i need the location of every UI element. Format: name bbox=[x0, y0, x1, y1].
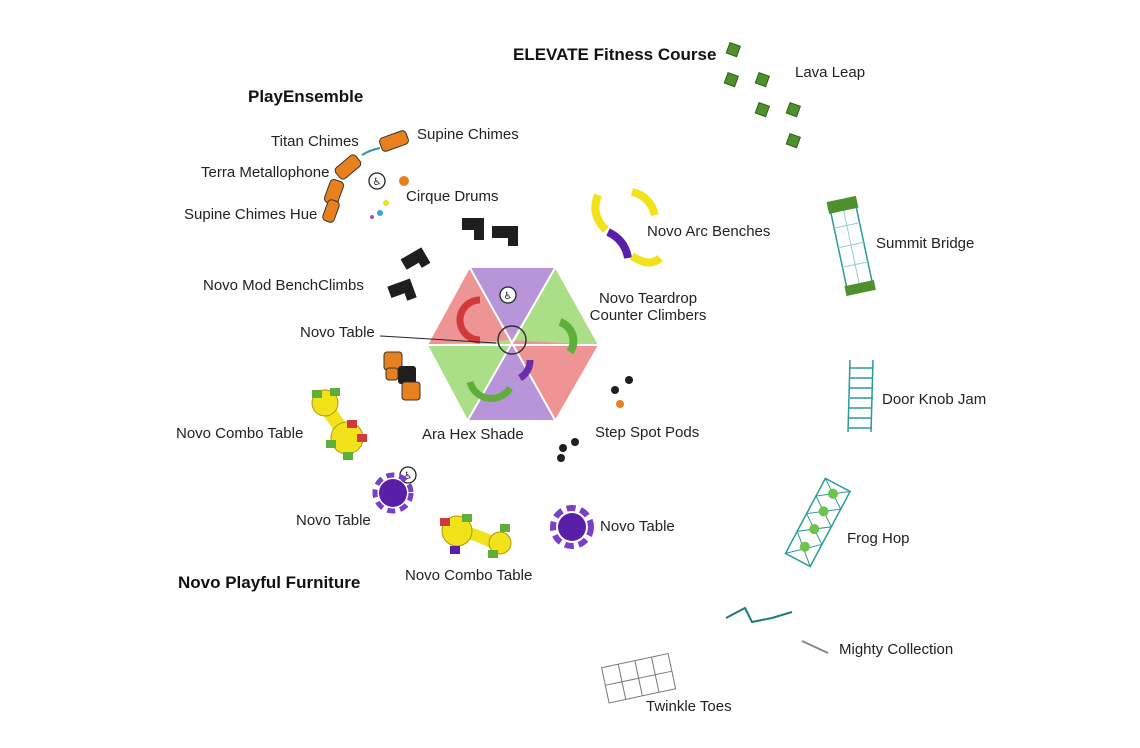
svg-text:♿: ♿ bbox=[404, 471, 413, 482]
label-ara-hex-shade: Ara Hex Shade bbox=[422, 426, 524, 443]
novo-combo-table-2 bbox=[440, 514, 512, 558]
label-lava-leap: Lava Leap bbox=[795, 64, 866, 81]
door-knob-jam bbox=[847, 359, 874, 433]
label-frog-hop: Frog Hop bbox=[847, 530, 910, 547]
label-supine-chimes: Supine Chimes bbox=[417, 126, 519, 143]
label-novo-combo-table-1: Novo Combo Table bbox=[176, 425, 304, 442]
label-door-knob-jam: Door Knob Jam bbox=[882, 391, 987, 408]
label-novo-table-center: Novo Table bbox=[300, 324, 375, 341]
label-titan-chimes: Titan Chimes bbox=[271, 133, 359, 150]
frog-hop bbox=[784, 477, 852, 568]
mighty-collection bbox=[725, 606, 829, 654]
step-spot-pods bbox=[557, 376, 633, 462]
novo-combo-table-1 bbox=[311, 388, 367, 460]
label-cirque-drums: Cirque Drums bbox=[406, 188, 499, 205]
label-novo-teardrop-2: Counter Climbers bbox=[589, 307, 707, 324]
playensemble-heading: PlayEnsemble bbox=[248, 87, 364, 106]
novo-table-purple-2 bbox=[550, 505, 594, 549]
novo-table-leader bbox=[379, 335, 497, 344]
label-twinkle-toes: Twinkle Toes bbox=[646, 698, 732, 715]
lava-leap-pads bbox=[723, 41, 801, 149]
accessibility-icon: ♿ bbox=[368, 172, 386, 190]
label-mighty-collection: Mighty Collection bbox=[839, 641, 954, 658]
cirque-drums bbox=[370, 176, 409, 219]
novo-mod-benchclimbs bbox=[387, 218, 518, 301]
novo-playful-furniture-heading: Novo Playful Furniture bbox=[178, 573, 361, 592]
accessibility-icon: ♿ bbox=[499, 286, 517, 304]
label-summit-bridge: Summit Bridge bbox=[876, 235, 975, 252]
label-step-spot-pods: Step Spot Pods bbox=[595, 424, 700, 441]
label-novo-table-left: Novo Table bbox=[296, 512, 371, 529]
twinkle-toes bbox=[601, 652, 677, 704]
novo-teardrop-counter-climbers bbox=[383, 351, 421, 401]
novo-table-purple-1 bbox=[372, 472, 414, 514]
label-novo-mod-benchclimbs: Novo Mod BenchClimbs bbox=[203, 277, 364, 294]
label-novo-combo-table-2: Novo Combo Table bbox=[405, 567, 533, 584]
label-novo-arc-benches: Novo Arc Benches bbox=[647, 223, 771, 240]
label-novo-table-right: Novo Table bbox=[600, 518, 675, 535]
terra-metallophone bbox=[322, 154, 362, 223]
summit-bridge bbox=[826, 195, 876, 297]
label-novo-teardrop-1: Novo Teardrop bbox=[598, 290, 698, 307]
novo-arc-benches bbox=[591, 188, 663, 267]
ara-hex-shade bbox=[428, 267, 598, 421]
label-supine-chimes-hue: Supine Chimes Hue bbox=[184, 206, 318, 223]
label-terra-metallophone: Terra Metallophone bbox=[201, 164, 330, 181]
svg-text:♿: ♿ bbox=[373, 177, 382, 188]
supine-chimes bbox=[379, 130, 409, 152]
svg-text:♿: ♿ bbox=[504, 291, 513, 302]
elevate-fitness-course-heading: ELEVATE Fitness Course bbox=[513, 45, 717, 64]
